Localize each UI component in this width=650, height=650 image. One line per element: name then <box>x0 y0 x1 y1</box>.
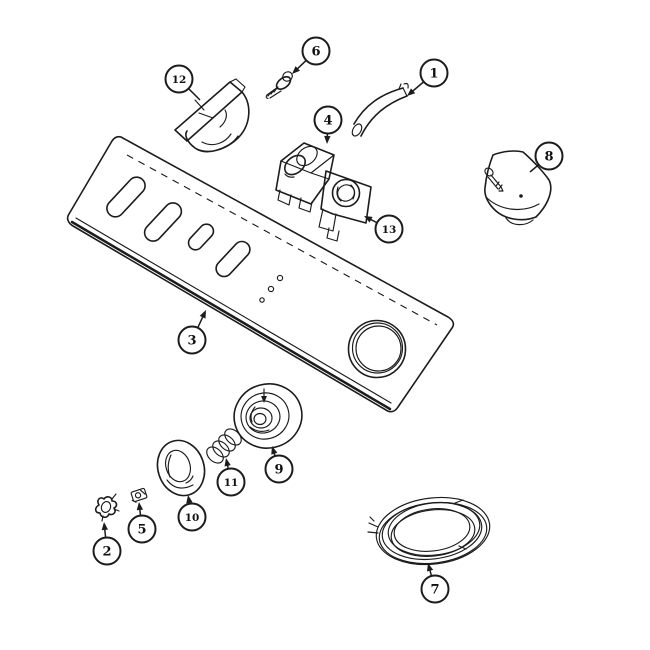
panel-slot-3 <box>187 223 215 251</box>
shield-dot <box>519 194 523 198</box>
part-clip-small <box>130 487 148 503</box>
callout-number: 2 <box>102 545 111 560</box>
callout-5: 5 <box>127 502 157 544</box>
panel-hole-2 <box>267 285 275 293</box>
part-pulley-dial <box>233 383 303 449</box>
part-screw <box>265 71 293 100</box>
callout-arrowhead <box>292 66 300 74</box>
callout-circle <box>127 514 157 544</box>
callout-arrowhead <box>224 458 231 467</box>
callout-circle <box>420 574 450 604</box>
panel-bottom-edge-inner <box>75 217 392 404</box>
part-wire-coil <box>367 496 491 566</box>
panel-outline <box>66 135 455 413</box>
panel-hole-3 <box>259 297 265 303</box>
callout-circle <box>264 454 294 484</box>
callout-circle <box>92 536 122 566</box>
callout-number: 6 <box>311 45 320 60</box>
callout-circle <box>313 105 343 135</box>
callout-circle <box>374 214 404 244</box>
part-rotary-switch <box>318 170 372 242</box>
callout-number: 4 <box>323 114 332 129</box>
callout-9: 9 <box>264 446 294 484</box>
callout-circle <box>177 325 207 355</box>
panel-slot-4 <box>215 240 251 278</box>
callout-number: 3 <box>187 334 196 349</box>
callout-arrowhead <box>101 522 109 531</box>
part-control-panel <box>66 135 455 413</box>
panel-slot-1 <box>106 176 146 218</box>
callout-number: 9 <box>274 463 283 478</box>
callout-circle <box>177 502 207 532</box>
panel-bottom-edge <box>70 220 392 411</box>
callout-number: 11 <box>224 477 239 489</box>
callout-arrowhead <box>136 502 144 511</box>
callout-circle <box>301 36 331 66</box>
part-knob-disc <box>156 439 206 497</box>
part-spring <box>206 428 242 464</box>
callout-circle <box>164 64 194 94</box>
part-hose <box>351 82 409 137</box>
callout-7: 7 <box>420 563 450 604</box>
callout-number: 12 <box>172 74 187 86</box>
callout-11: 11 <box>216 458 246 497</box>
callout-12: 12 <box>164 64 201 101</box>
part-bracket-shield <box>484 150 552 226</box>
panel-dial-opening <box>347 319 407 379</box>
callout-3: 3 <box>177 310 207 355</box>
callout-arrowhead <box>271 446 278 455</box>
callout-4: 4 <box>313 105 343 144</box>
callout-arrowhead <box>324 135 331 144</box>
callout-13: 13 <box>364 214 404 244</box>
callout-leader-line <box>529 164 540 173</box>
part-mounting-bracket <box>174 78 250 153</box>
callout-circle <box>534 141 564 171</box>
callout-arrowhead <box>199 310 206 319</box>
callout-circle <box>419 58 449 88</box>
panel-crease-line <box>126 154 438 326</box>
callout-6: 6 <box>292 36 331 74</box>
part-pushbutton-switch <box>275 142 335 213</box>
part-push-clip <box>94 493 120 522</box>
callout-arrowhead <box>186 495 193 504</box>
callout-2: 2 <box>92 522 122 566</box>
panel-slot-2 <box>143 202 183 242</box>
callout-number: 7 <box>430 583 439 598</box>
callout-circle <box>216 467 246 497</box>
callout-arrowhead <box>364 216 373 223</box>
callout-number: 10 <box>185 512 200 524</box>
callout-number: 1 <box>429 67 438 82</box>
callout-number: 13 <box>382 224 397 236</box>
callout-1: 1 <box>407 58 449 96</box>
callout-leader-line <box>188 88 201 101</box>
panel-hole-1 <box>276 274 284 282</box>
callout-arrowhead <box>426 563 434 572</box>
callout-number: 5 <box>137 523 146 538</box>
callout-10: 10 <box>177 495 207 532</box>
callout-arrowhead <box>407 88 416 96</box>
callout-8: 8 <box>529 141 564 173</box>
callout-number: 8 <box>544 150 553 165</box>
